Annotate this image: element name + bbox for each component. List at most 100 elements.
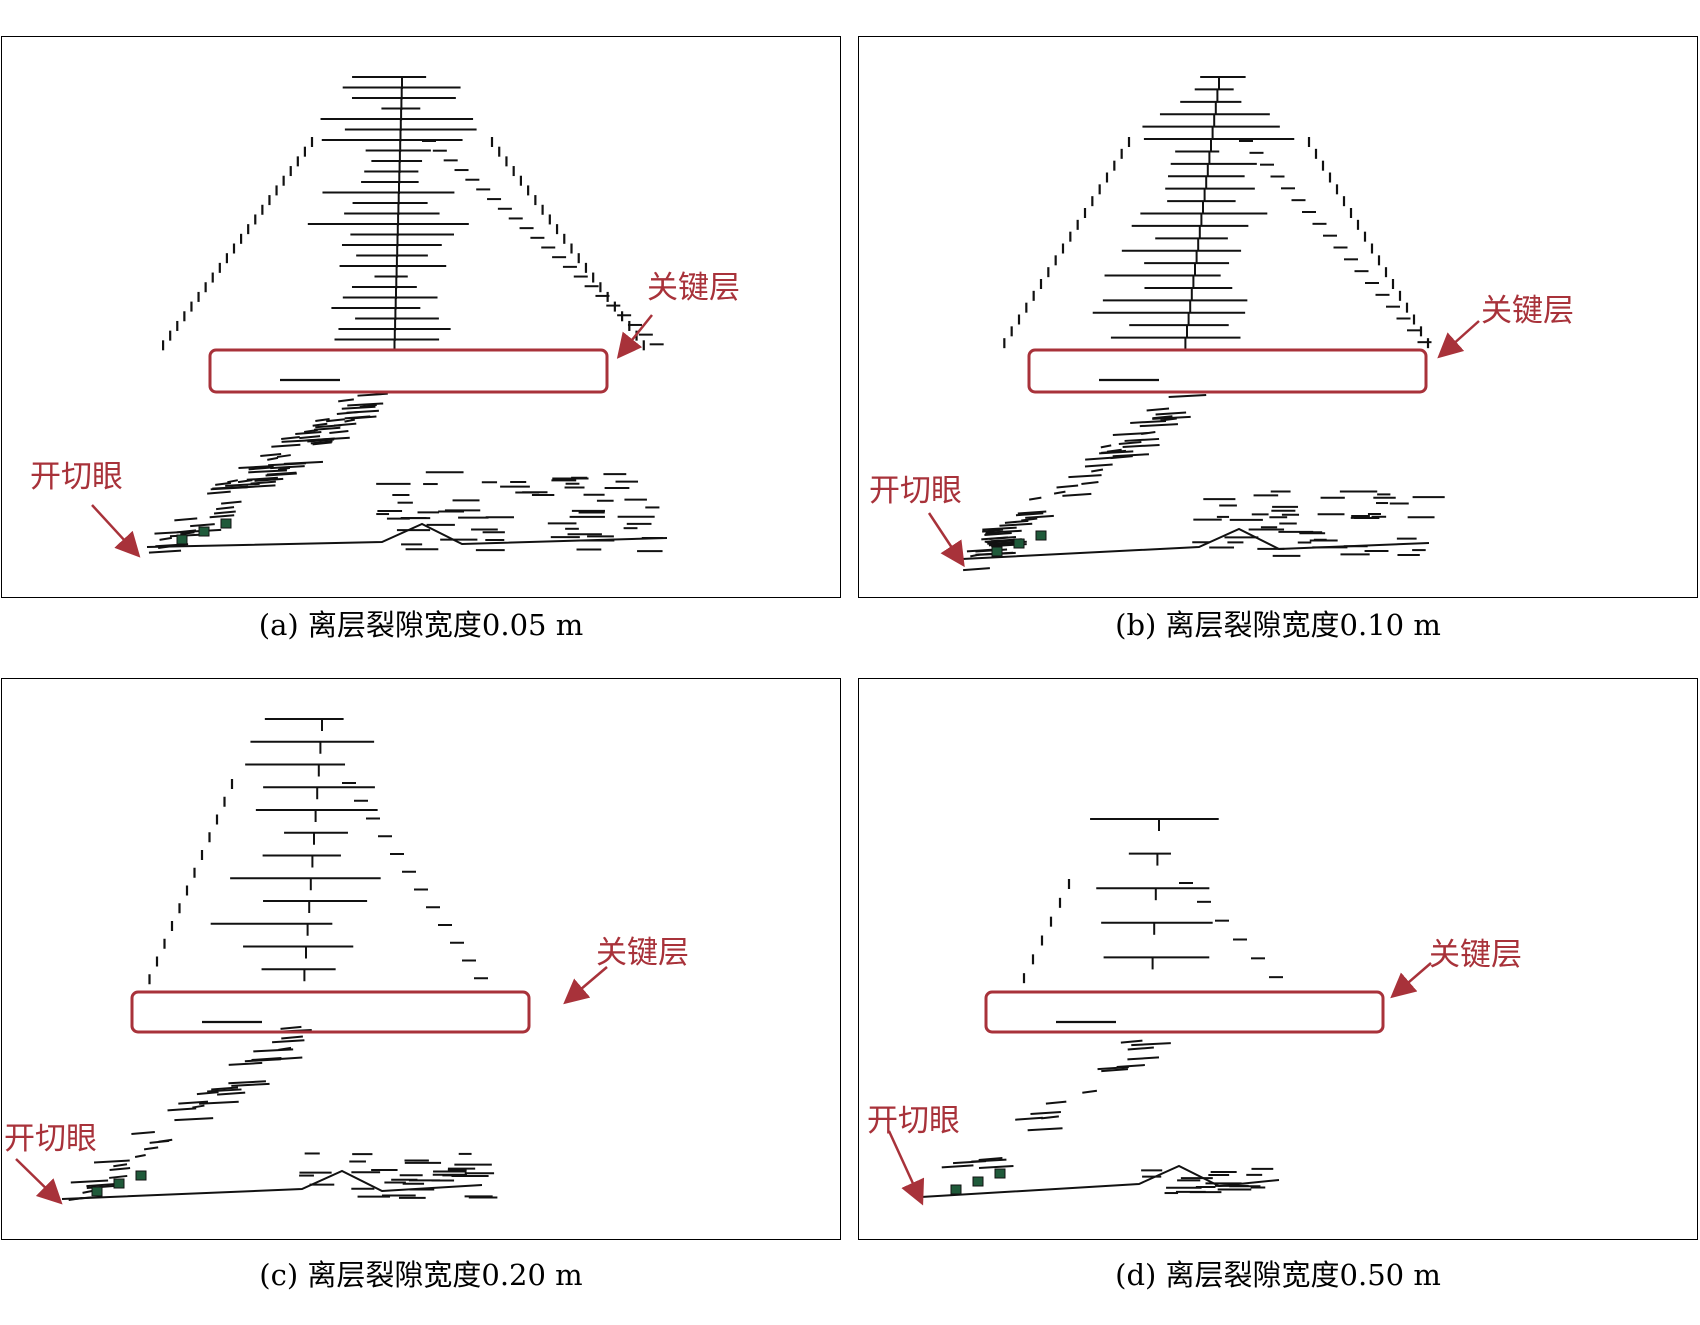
caved-block bbox=[972, 1176, 984, 1187]
bed-separation-crack bbox=[248, 469, 287, 474]
floor-crack bbox=[61, 1169, 483, 1200]
bed-separation-crack bbox=[159, 536, 173, 541]
cut-arrow bbox=[91, 504, 141, 558]
bed-separation-crack bbox=[1100, 444, 1112, 449]
bed-separation-crack bbox=[1053, 490, 1066, 495]
bed-separation-crack bbox=[196, 1091, 219, 1096]
key-layer-arrow bbox=[616, 314, 653, 359]
bed-separation-crack bbox=[248, 466, 274, 471]
bed-separation-crack bbox=[180, 531, 195, 536]
bed-separation-crack bbox=[1101, 1068, 1129, 1073]
bed-separation-crack bbox=[1106, 448, 1122, 453]
key-layer-label: 关键层 bbox=[1481, 293, 1574, 329]
key-layer-box bbox=[208, 348, 609, 394]
caved-block bbox=[220, 518, 232, 529]
bed-separation-crack bbox=[1127, 1056, 1160, 1061]
caved-block bbox=[1035, 530, 1047, 541]
bed-separation-crack bbox=[357, 392, 388, 397]
bed-separation-crack bbox=[1056, 484, 1079, 489]
bed-separation-crack bbox=[978, 1165, 1014, 1170]
bed-separation-crack bbox=[207, 1088, 242, 1093]
bed-separation-crack bbox=[207, 490, 231, 495]
bed-separation-crack bbox=[1027, 1127, 1063, 1132]
bed-separation-crack bbox=[313, 426, 341, 431]
bed-separation-crack bbox=[312, 422, 328, 427]
bed-separation-crack bbox=[93, 1159, 130, 1164]
crack-diagram-c bbox=[15, 718, 608, 1205]
bed-separation-crack bbox=[299, 435, 321, 440]
bed-separation-crack bbox=[1110, 455, 1133, 460]
bed-separation-crack bbox=[212, 485, 249, 490]
bed-separation-crack bbox=[271, 443, 301, 448]
bed-separation-crack bbox=[244, 1058, 281, 1063]
bed-separation-crack bbox=[981, 536, 1008, 541]
bed-separation-crack bbox=[109, 1167, 131, 1172]
bed-separation-crack bbox=[254, 477, 284, 482]
cut-label: 开切眼 bbox=[4, 1121, 97, 1157]
bed-separation-crack bbox=[1068, 474, 1102, 479]
bed-separation-crack bbox=[86, 1183, 115, 1188]
caption-d: (d) 离层裂隙宽度0.50 m bbox=[1115, 1258, 1441, 1292]
bed-separation-crack bbox=[1139, 423, 1179, 428]
bed-separation-crack bbox=[1160, 417, 1177, 422]
bed-separation-crack bbox=[131, 1131, 155, 1136]
bed-separation-crack bbox=[1155, 411, 1187, 416]
caved-block bbox=[991, 546, 1003, 557]
bed-separation-crack bbox=[1015, 512, 1044, 517]
bed-separation-crack bbox=[1081, 481, 1099, 486]
caved-block bbox=[91, 1186, 103, 1197]
caved-block bbox=[1013, 538, 1025, 549]
crack-diagram-b bbox=[927, 76, 1480, 572]
caved-block bbox=[113, 1178, 125, 1189]
crack-field bbox=[920, 818, 1283, 1198]
bed-separation-crack bbox=[199, 1100, 239, 1105]
bed-separation-crack bbox=[217, 1091, 246, 1096]
key-layer-label: 关键层 bbox=[1429, 937, 1522, 973]
bed-separation-crack bbox=[176, 529, 197, 534]
crack-field bbox=[146, 76, 668, 554]
panel-a: 关键层 开切眼 bbox=[1, 36, 841, 598]
bed-separation-crack bbox=[237, 479, 253, 484]
bed-separation-crack bbox=[228, 1061, 263, 1066]
bed-separation-crack bbox=[315, 424, 342, 429]
bed-separation-crack bbox=[209, 514, 235, 519]
caved-block bbox=[176, 534, 188, 545]
bed-separation-crack bbox=[1029, 496, 1042, 501]
bed-separation-crack bbox=[341, 405, 376, 410]
bed-separation-crack bbox=[1062, 492, 1092, 497]
bed-separation-crack bbox=[213, 510, 236, 515]
bed-separation-crack bbox=[82, 1189, 93, 1194]
bed-separation-crack bbox=[238, 465, 274, 470]
bed-separation-crack bbox=[1084, 463, 1113, 468]
crack-field bbox=[61, 718, 498, 1201]
bed-separation-crack bbox=[1045, 1100, 1067, 1105]
bed-separation-crack bbox=[143, 1146, 159, 1151]
bed-separation-crack bbox=[1120, 1039, 1143, 1044]
bed-separation-crack bbox=[113, 1163, 128, 1168]
crack-diagram-d bbox=[887, 818, 1432, 1206]
bed-separation-crack bbox=[227, 479, 238, 484]
bed-separation-crack bbox=[984, 532, 1012, 537]
bed-separation-crack bbox=[1118, 440, 1142, 445]
bed-separation-crack bbox=[1025, 514, 1054, 519]
cut-arrow bbox=[927, 512, 965, 568]
bed-separation-crack bbox=[216, 506, 235, 511]
cut-arrow bbox=[887, 1130, 925, 1206]
panel-c: 关键层 开切眼 bbox=[1, 678, 841, 1240]
caption-a: (a) 离层裂隙宽度0.05 m bbox=[258, 608, 584, 642]
key-layer-box bbox=[1027, 348, 1428, 394]
bed-separation-crack bbox=[1122, 443, 1160, 448]
bed-separation-crack bbox=[941, 1164, 974, 1169]
bed-separation-crack bbox=[280, 1025, 302, 1030]
key-layer-arrow bbox=[563, 966, 608, 1005]
crack-field bbox=[961, 76, 1445, 572]
key-layer-box bbox=[984, 990, 1385, 1034]
bed-separation-crack bbox=[1097, 1066, 1129, 1071]
key-layer-label: 关键层 bbox=[596, 935, 689, 971]
bed-separation-crack bbox=[344, 418, 356, 423]
bed-separation-crack bbox=[315, 418, 330, 423]
bed-separation-crack bbox=[134, 1153, 146, 1158]
bed-separation-crack bbox=[350, 415, 377, 420]
bed-separation-crack bbox=[265, 472, 297, 477]
bed-separation-crack bbox=[148, 549, 182, 554]
